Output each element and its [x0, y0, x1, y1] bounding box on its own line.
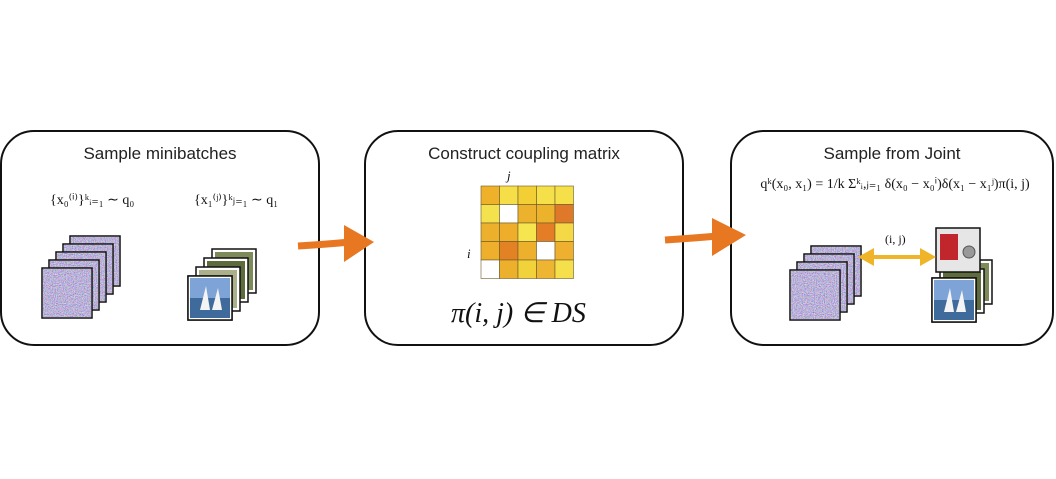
formula-doubly-stochastic: π(i, j) ∈ DS — [451, 298, 586, 329]
col-label-j: j — [507, 168, 511, 183]
matrix-cell — [536, 222, 556, 242]
pair-arrow-head-right — [920, 248, 936, 266]
matrix-cell — [536, 204, 556, 224]
arrow-2 — [664, 232, 719, 244]
matrix-cell — [480, 259, 500, 279]
matrix-cell — [536, 241, 556, 261]
sailboat-image — [944, 288, 954, 312]
coupling-matrix — [480, 185, 574, 279]
matrix-cell — [499, 185, 519, 205]
formula-q0: {x₀⁽ⁱ⁾}ᵏᵢ₌₁ ∼ q₀ — [50, 193, 135, 208]
matrix-cell — [554, 185, 574, 205]
matrix-cell — [480, 185, 500, 205]
matrix-cell — [517, 241, 537, 261]
arrow-1-head — [344, 225, 374, 262]
noise-image — [43, 269, 91, 317]
pair-arrow-head-left — [858, 248, 874, 266]
panel-title: Construct coupling matrix — [428, 144, 620, 163]
matrix-cell — [536, 185, 556, 205]
matrix-cell — [517, 222, 537, 242]
arrow-2-head — [712, 218, 746, 256]
formula-q1: {x₁⁽ʲ⁾}ᵏⱼ₌₁ ∼ q₁ — [194, 193, 279, 208]
matrix-cell — [554, 204, 574, 224]
matrix-cell — [480, 204, 500, 224]
matrix-cell — [499, 204, 519, 224]
panel-title: Sample from Joint — [823, 144, 961, 163]
matrix-cell — [499, 241, 519, 261]
noise-image — [791, 271, 839, 319]
matrix-cell — [517, 259, 537, 279]
pair-label: (i, j) — [885, 232, 906, 246]
matrix-cell — [517, 204, 537, 224]
sailboat-image — [200, 286, 210, 310]
matrix-cell — [480, 222, 500, 242]
matrix-cell — [499, 259, 519, 279]
row-label-i: i — [467, 246, 471, 261]
matrix-cell — [517, 185, 537, 205]
matrix-cell — [554, 241, 574, 261]
panel-sample-joint: Sample from Joint — [730, 130, 1054, 346]
panel-title: Sample minibatches — [83, 144, 237, 163]
matrix-cell — [480, 241, 500, 261]
matrix-cell — [554, 222, 574, 242]
matrix-cell — [554, 259, 574, 279]
matrix-cell — [536, 259, 556, 279]
matrix-cell — [499, 222, 519, 242]
formula-joint: qᵏ(x₀, x₁) = 1/k Σᵏᵢ,ⱼ₌₁ δ(x₀ − x₀ⁱ)δ(x₁… — [760, 177, 1030, 192]
arrow-1 — [297, 238, 351, 250]
